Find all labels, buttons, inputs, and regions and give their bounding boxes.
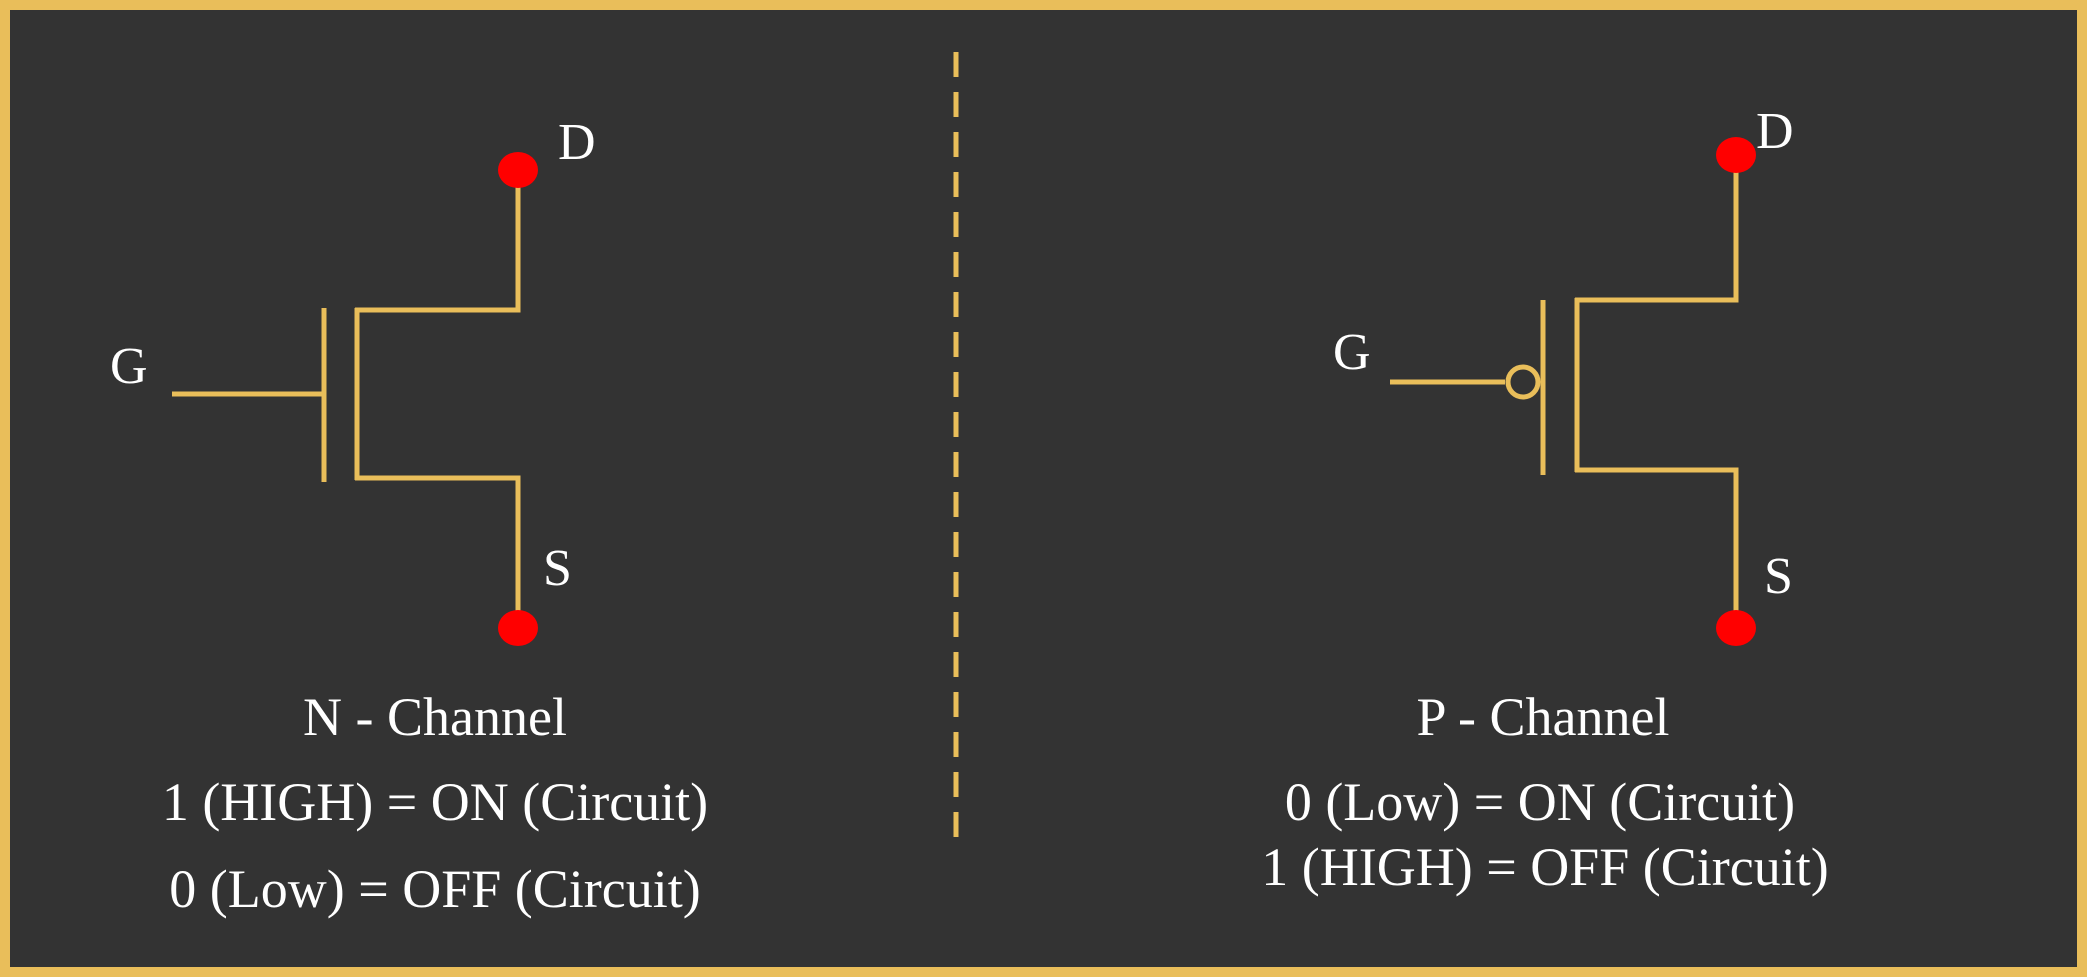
n-channel-rule-high: 1 (HIGH) = ON (Circuit) xyxy=(161,772,709,832)
n-source-label: S xyxy=(543,540,572,597)
p-channel-rule-high: 1 (HIGH) = OFF (Circuit) xyxy=(1261,837,1829,897)
p-channel-rule-low: 0 (Low) = ON (Circuit) xyxy=(1284,772,1796,832)
p-channel-symbol: G D S xyxy=(1333,103,1794,646)
n-channel-symbol: G D S xyxy=(110,114,596,646)
n-drain-lead xyxy=(355,170,521,313)
p-gate-bubble xyxy=(1505,364,1541,400)
n-source-lead xyxy=(355,475,521,628)
n-drain-label: D xyxy=(558,114,596,171)
p-channel-title: P - Channel xyxy=(1416,687,1670,747)
p-source-label: S xyxy=(1764,548,1793,605)
n-drain-terminal xyxy=(498,152,538,188)
n-source-terminal xyxy=(498,610,538,646)
p-source-terminal xyxy=(1716,610,1756,646)
p-drain-lead xyxy=(1575,155,1739,303)
n-channel-rule-low: 0 (Low) = OFF (Circuit) xyxy=(169,859,701,919)
n-channel-title: N - Channel xyxy=(303,687,567,747)
p-drain-label: D xyxy=(1756,103,1794,160)
p-gate-label: G xyxy=(1333,324,1371,381)
p-source-lead xyxy=(1575,467,1739,628)
n-gate-label: G xyxy=(110,338,148,395)
p-drain-terminal xyxy=(1716,137,1756,173)
